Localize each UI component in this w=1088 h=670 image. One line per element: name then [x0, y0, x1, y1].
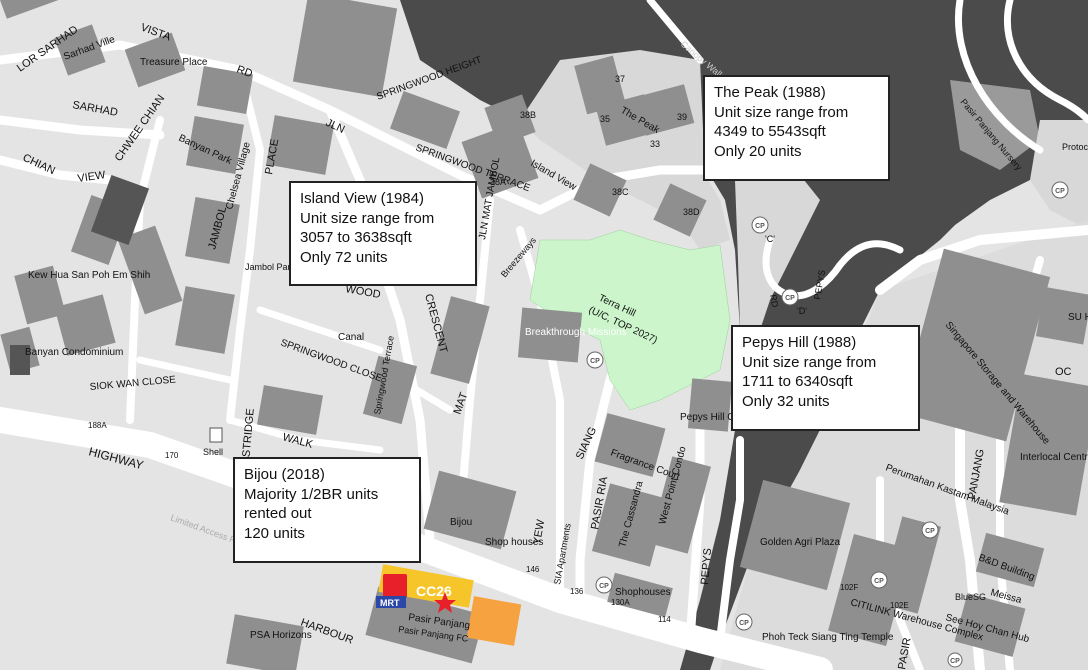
svg-text:Kew Hua San Poh Em Shih: Kew Hua San Poh Em Shih: [28, 270, 150, 281]
svg-text:Phoh Teck Siang Ting Temple: Phoh Teck Siang Ting Temple: [762, 632, 894, 643]
bijou-title: Bijou (2018): [244, 466, 325, 483]
svg-text:CP: CP: [590, 358, 600, 365]
mrt-label: MRT: [380, 598, 400, 608]
svg-text:OC: OC: [1055, 366, 1072, 378]
svg-text:PSA Horizons: PSA Horizons: [250, 630, 312, 641]
svg-text:188A: 188A: [88, 421, 107, 430]
nursery-area: [950, 80, 1040, 170]
the-peak-line3: Only 20 units: [714, 142, 802, 160]
parking-labels: CP CP CP CP CP CP CP CP CP: [590, 188, 1065, 665]
svg-text:SU H: SU H: [1068, 312, 1088, 323]
station-code: CC26: [416, 583, 452, 599]
svg-text:'C': 'C': [765, 234, 775, 244]
svg-text:CP: CP: [950, 658, 960, 665]
svg-text:CP: CP: [1055, 188, 1065, 195]
the-peak-line1: Unit size range from: [714, 103, 849, 121]
island-view-line2: 3057 to 3638sqft: [300, 229, 412, 246]
svg-text:136: 136: [570, 587, 584, 596]
svg-text:YEW: YEW: [531, 518, 547, 545]
svg-text:Treasure Place: Treasure Place: [140, 57, 208, 68]
svg-text:Shophouses: Shophouses: [615, 587, 671, 598]
svg-text:BlueSG: BlueSG: [955, 592, 986, 602]
island-view-callout: Island View (1984) Unit size range from …: [289, 181, 477, 286]
svg-text:Canal: Canal: [338, 332, 364, 343]
svg-text:PASIR: PASIR: [896, 637, 913, 670]
pepys-hill-line3: Only 32 units: [742, 392, 830, 410]
svg-text:'D': 'D': [797, 306, 807, 316]
svg-text:CP: CP: [599, 583, 609, 590]
protocol-area: [1030, 120, 1088, 230]
svg-text:35: 35: [600, 114, 610, 124]
svg-text:CP: CP: [874, 578, 884, 585]
pepys-hill-title: Pepys Hill (1988): [742, 334, 857, 351]
bijou-callout: Bijou (2018) Majority 1/2BR units rented…: [233, 457, 421, 563]
island-view-title: Island View (1984): [300, 190, 424, 207]
island-view-line1: Unit size range from: [300, 209, 435, 227]
svg-text:RD: RD: [768, 294, 780, 309]
the-peak-title: The Peak (1988): [714, 84, 826, 101]
svg-text:CP: CP: [755, 223, 765, 230]
svg-text:PEPYS: PEPYS: [699, 548, 714, 586]
svg-text:Shell: Shell: [203, 447, 223, 457]
svg-text:Interlocal Centre: Interlocal Centre: [1020, 452, 1088, 463]
svg-text:38B: 38B: [520, 110, 536, 120]
svg-text:114: 114: [658, 615, 671, 624]
svg-text:102F: 102F: [840, 583, 858, 592]
svg-text:38C: 38C: [612, 187, 629, 197]
svg-text:170: 170: [165, 451, 179, 460]
mrt-blue-logo: [376, 596, 406, 608]
svg-text:Golden Agri Plaza: Golden Agri Plaza: [760, 537, 840, 548]
svg-text:Shop houses: Shop houses: [485, 537, 543, 548]
svg-text:Protocol: Protocol: [1062, 142, 1088, 152]
dark-buildings: [10, 174, 150, 375]
svg-text:130A: 130A: [611, 598, 630, 607]
pepys-hill-line1: Unit size range from: [742, 353, 877, 371]
island-view-line3: Only 72 units: [300, 248, 388, 266]
forest-roads: [646, 0, 1088, 300]
bijou-line2: rented out: [244, 505, 312, 522]
svg-text:146: 146: [526, 565, 540, 574]
svg-text:Banyan Condominium: Banyan Condominium: [25, 347, 123, 358]
svg-text:VIEW: VIEW: [77, 169, 107, 185]
pepys-hill-callout: Pepys Hill (1988) Unit size range from 1…: [731, 325, 920, 431]
svg-text:Breakthrough Missions: Breakthrough Missions: [525, 327, 627, 338]
shell-station-icon: [209, 427, 223, 443]
svg-text:CP: CP: [739, 620, 749, 627]
svg-text:37: 37: [615, 74, 625, 84]
bijou-line1: Majority 1/2BR units: [244, 485, 379, 503]
the-peak-line2: 4349 to 5543sqft: [714, 123, 826, 140]
svg-text:Pepys Hill Condo: Pepys Hill Condo: [680, 412, 757, 423]
pepys-hill-line2: 1711 to 6340sqft: [742, 373, 853, 390]
svg-text:102E: 102E: [890, 601, 909, 610]
bijou-line3: 120 units: [244, 524, 305, 542]
mrt-red-logo: [383, 574, 407, 598]
svg-text:33: 33: [650, 139, 660, 149]
star-marker: [434, 592, 456, 613]
svg-text:CP: CP: [925, 528, 935, 535]
svg-text:CP: CP: [785, 295, 795, 302]
svg-text:Jambol Park: Jambol Park: [245, 262, 296, 272]
svg-text:Bijou: Bijou: [450, 517, 472, 528]
the-peak-callout: The Peak (1988) Unit size range from 434…: [703, 75, 890, 181]
svg-text:39: 39: [677, 112, 687, 122]
svg-text:38D: 38D: [683, 207, 700, 217]
svg-text:38A: 38A: [490, 177, 506, 187]
svg-text:RD: RD: [235, 64, 254, 81]
parking-icons: [586, 181, 1069, 668]
